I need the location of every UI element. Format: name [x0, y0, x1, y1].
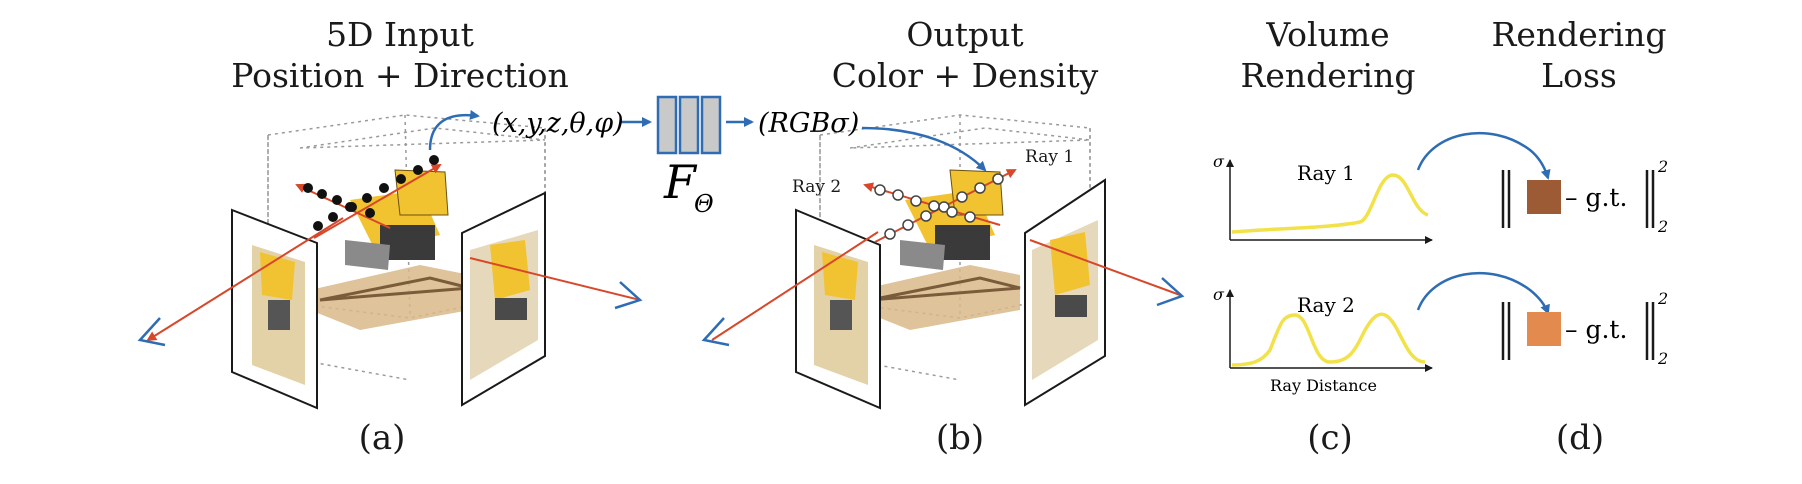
header-b-line2: Color + Density — [831, 56, 1099, 95]
loss-arrow-bottom — [1416, 271, 1550, 315]
header-b: Output Color + Density — [800, 14, 1130, 96]
norm-superscript-bottom: 2 — [1657, 289, 1668, 308]
camera-arrowhead-right-a — [614, 281, 643, 310]
plot2-x-axis-label: Ray Distance — [1270, 376, 1377, 395]
plot1-ray-label: Ray 1 — [1297, 161, 1355, 185]
sample-ray-back-a — [295, 183, 391, 229]
norm-superscript-top: 2 — [1657, 157, 1668, 176]
density-curve-ray1 — [1231, 173, 1429, 234]
header-c: Volume Rendering — [1228, 14, 1428, 96]
network-symbol-subscript: Θ — [694, 190, 714, 218]
header-d: Rendering Loss — [1474, 14, 1684, 96]
camera-ray-right-a — [469, 257, 641, 301]
bulldozer-scene-b — [860, 169, 1021, 330]
network-symbol: F — [663, 155, 698, 209]
input-mapping-arrow — [428, 109, 480, 151]
norm-subscript-top: 2 — [1657, 217, 1668, 236]
ground-truth-label-top: – g.t. — [1565, 183, 1627, 212]
panel-c: σ Ray 1 σ Ray 2 Ray Distance — [1213, 152, 1433, 395]
network-block — [620, 95, 754, 155]
norm-subscript-bottom: 2 — [1657, 349, 1668, 368]
image-plane-left-a — [231, 208, 318, 410]
image-plane-left-b — [795, 208, 881, 410]
header-d-line2: Loss — [1541, 56, 1617, 95]
sample-points-a — [303, 155, 439, 231]
output-formula: (RGBσ) — [758, 108, 859, 139]
output-mapping-arrow — [861, 126, 987, 172]
plot2-ray-label: Ray 2 — [1297, 293, 1355, 317]
sample-ray-a — [313, 163, 442, 239]
plot2-sigma-label: σ — [1213, 285, 1225, 304]
camera-ray-left-a — [146, 217, 344, 342]
camera-arrowhead-left-b — [701, 317, 730, 347]
density-curve-ray2 — [1231, 312, 1426, 367]
camera-arrowhead-right-b — [1156, 277, 1185, 307]
caption-d: (d) — [1555, 418, 1605, 458]
camera-arrowhead-left-a — [137, 317, 166, 347]
network-layer-3 — [700, 95, 722, 155]
loss-arrow-top — [1416, 131, 1551, 180]
image-plane-right-b — [1024, 178, 1106, 407]
image-plane-right-a — [461, 191, 546, 407]
caption-c: (c) — [1307, 418, 1353, 458]
camera-ray-right-b — [1029, 239, 1181, 296]
caption-a: (a) — [358, 418, 406, 458]
panel-d: – g.t. 2 2 – g.t. 2 2 — [1416, 131, 1668, 368]
header-c-line2: Rendering — [1240, 56, 1416, 95]
caption-b: (b) — [935, 418, 985, 458]
panel-b: Ray 1 Ray 2 — [701, 114, 1185, 410]
input-formula: (x,y,z,θ,φ) — [492, 108, 624, 139]
header-c-line1: Volume — [1266, 15, 1390, 54]
network-layer-1 — [656, 95, 678, 155]
camera-ray-left-b — [711, 231, 879, 341]
predicted-color-swatch-top — [1527, 180, 1561, 214]
header-a-line1: 5D Input — [326, 15, 474, 54]
ray1-label-b: Ray 1 — [1025, 147, 1074, 167]
sample-points-b — [874, 173, 1004, 240]
header-d-line1: Rendering — [1491, 15, 1667, 54]
network-layer-2 — [678, 95, 700, 155]
predicted-color-swatch-bottom — [1527, 312, 1561, 346]
ray2-label-b: Ray 2 — [792, 177, 841, 197]
panel-a — [137, 109, 643, 410]
ground-truth-label-bottom: – g.t. — [1565, 315, 1627, 344]
header-a-line2: Position + Direction — [231, 56, 569, 95]
header-a: 5D Input Position + Direction — [210, 14, 590, 96]
header-b-line1: Output — [906, 15, 1024, 54]
plot1-sigma-label: σ — [1213, 152, 1225, 171]
